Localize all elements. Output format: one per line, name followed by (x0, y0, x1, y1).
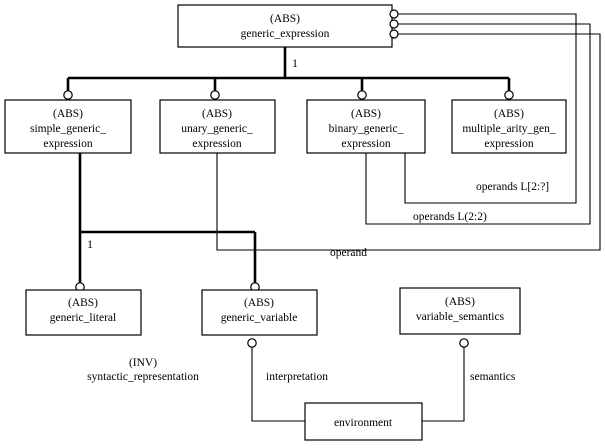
entity-name-line1-simple-generic-expression: simple_generic_ (30, 123, 106, 135)
relationship-line-operands-2-2 (365, 23, 591, 225)
entity-binary-generic-expression[interactable]: (ABS) binary_generic_ expression (306, 99, 426, 154)
relationship-circle-operands-2-n (389, 9, 399, 19)
entity-simple-generic-expression[interactable]: (ABS) simple_generic_ expression (4, 99, 132, 154)
edge-label-operands-2-2: operands L(2:2) (413, 211, 487, 223)
entity-name-line1-binary-generic-expression: binary_generic_ (329, 123, 404, 135)
entity-name-line2-binary-generic-expression: expression (341, 138, 390, 150)
relationship-circle-interpretation (247, 338, 257, 348)
edge-label-operands-2-n: operands L[2:?] (476, 181, 549, 193)
entity-abs-tag-unary-generic-expression: (ABS) (202, 108, 232, 120)
entity-box-unary-generic-expression (159, 99, 276, 154)
entity-unary-generic-expression[interactable]: (ABS) unary_generic_ expression (159, 99, 276, 154)
relationship-line-operand (216, 33, 601, 251)
entity-abs-tag-generic-variable: (ABS) (244, 297, 274, 309)
relationship-circle-semantics (459, 338, 469, 348)
relationship-circle-operands-2-2 (389, 19, 399, 29)
edge-label-interpretation: interpretation (266, 371, 328, 383)
cardinality-supertype: 1 (292, 56, 298, 70)
entity-generic-literal[interactable]: (ABS) generic_literal (25, 289, 142, 336)
entity-generic-expression[interactable]: (ABS) generic_expression (177, 4, 393, 48)
entity-abs-tag-binary-generic-expression: (ABS) (351, 108, 381, 120)
entity-name-generic-literal: generic_literal (50, 312, 116, 324)
entity-name-line1-unary-generic-expression: unary_generic_ (181, 123, 253, 135)
subtype-circle-simple (63, 90, 73, 100)
entity-name-generic-expression: generic_expression (241, 28, 330, 40)
edge-label-operand: operand (330, 247, 367, 259)
entity-box-simple-generic-expression (4, 99, 132, 154)
relationship-line-semantics (422, 347, 465, 422)
entity-box-generic-literal (25, 289, 142, 336)
relationship-line-operands-2-n (398, 13, 577, 204)
relationship-circle-operand (389, 29, 399, 39)
entity-name-line2-unary-generic-expression: expression (192, 138, 241, 150)
entity-box-generic-expression (177, 4, 393, 48)
relationship-line-interpretation (251, 347, 305, 422)
entity-abs-tag-simple-generic-expression: (ABS) (53, 108, 83, 120)
entity-name-generic-variable: generic_variable (221, 312, 298, 324)
subtype-circle-binary (357, 90, 367, 100)
entity-box-binary-generic-expression (306, 99, 426, 154)
entity-box-multiple-arity-gen-expression (451, 99, 567, 154)
subtype-circle-multiple (504, 90, 514, 100)
entity-abs-tag-generic-expression: (ABS) (270, 13, 300, 25)
subtype-circle-unary (210, 90, 220, 100)
entity-box-environment (304, 402, 423, 441)
entity-name-line1-multiple-arity-gen-expression: multiple_arity_gen_ (462, 123, 556, 135)
entity-box-generic-variable (201, 289, 318, 336)
entity-variable-semantics[interactable]: (ABS) variable_semantics (399, 287, 521, 335)
entity-generic-variable[interactable]: (ABS) generic_variable (201, 289, 318, 336)
entity-abs-tag-multiple-arity-gen-expression: (ABS) (494, 108, 524, 120)
entity-name-variable-semantics: variable_semantics (416, 311, 505, 323)
entity-abs-tag-variable-semantics: (ABS) (445, 296, 475, 308)
entity-box-variable-semantics (399, 287, 521, 335)
inverse-tag-syntactic-representation: (INV) (129, 357, 157, 369)
entity-name-line2-simple-generic-expression: expression (43, 138, 92, 150)
inverse-name-syntactic-representation: syntactic_representation (87, 371, 199, 383)
entity-environment[interactable]: environment (304, 402, 423, 441)
entity-name-environment: environment (334, 417, 393, 429)
entity-name-line2-multiple-arity-gen-expression: expression (484, 138, 533, 150)
edge-label-semantics: semantics (470, 371, 516, 383)
cardinality-simple: 1 (87, 237, 93, 251)
entity-multiple-arity-gen-expression[interactable]: (ABS) multiple_arity_gen_ expression (451, 99, 567, 154)
entity-abs-tag-generic-literal: (ABS) (68, 297, 98, 309)
